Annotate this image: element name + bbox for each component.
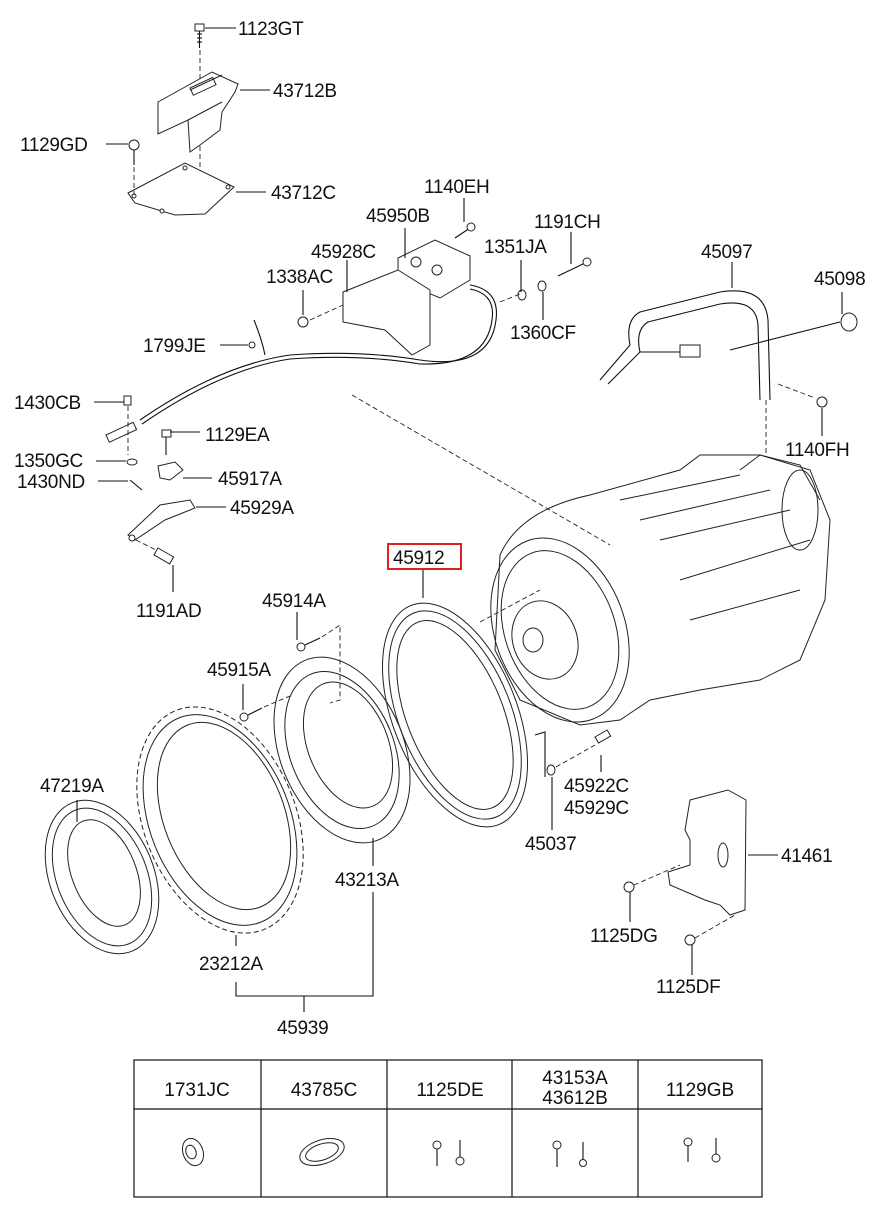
- callout-1430CB[interactable]: 1430CB: [14, 393, 81, 414]
- callout-1140FH[interactable]: 1140FH: [785, 440, 850, 461]
- bolt-pair-icon: [552, 1140, 587, 1167]
- callout-45929C[interactable]: 45929C: [564, 798, 629, 819]
- bolt-icon: [128, 139, 140, 165]
- legend-table: 1731JC 43785C 1125DE 43153A 43612B 1129G…: [133, 1059, 763, 1198]
- legend-label-43785C: 43785C: [291, 1080, 358, 1101]
- callout-47219A[interactable]: 47219A: [40, 776, 105, 797]
- flex-plate-43213A: [273, 656, 411, 844]
- highlight-box: [387, 543, 462, 570]
- callout-1191AD[interactable]: 1191AD: [136, 601, 202, 622]
- legend-label-43153A: 43153A: [542, 1068, 608, 1089]
- callout-1129EA[interactable]: 1129EA: [205, 425, 270, 446]
- callout-45914A[interactable]: 45914A: [262, 591, 327, 612]
- oil-cooler-pipe: [599, 290, 858, 600]
- callout-45917A[interactable]: 45917A: [218, 469, 283, 490]
- callout-1191CH[interactable]: 1191CH: [534, 212, 601, 233]
- callout-43712B[interactable]: 43712B: [273, 81, 337, 102]
- callout-1350GC[interactable]: 1350GC: [14, 451, 83, 472]
- legend-label-1731JC: 1731JC: [164, 1080, 230, 1101]
- bolt-pair-icon: [683, 1137, 721, 1163]
- bolt-icon: [194, 23, 205, 48]
- mount-bracket-assembly: [127, 23, 239, 216]
- callout-45950B[interactable]: 45950B: [366, 206, 430, 227]
- callout-45929A[interactable]: 45929A: [230, 498, 295, 519]
- callout-1140EH[interactable]: 1140EH: [424, 177, 490, 198]
- legend-label-1129GB: 1129GB: [666, 1080, 734, 1101]
- bolt-pair-icon: [432, 1140, 465, 1166]
- callout-45097[interactable]: 45097: [701, 242, 753, 263]
- shift-cable-assembly: [105, 222, 592, 565]
- callout-1799JE[interactable]: 1799JE: [143, 336, 206, 357]
- callout-1360CF[interactable]: 1360CF: [510, 323, 576, 344]
- grommet-icon: [181, 1137, 205, 1167]
- callout-41461[interactable]: 41461: [781, 846, 833, 867]
- callout-43712C[interactable]: 43712C: [271, 183, 336, 204]
- transmission-case: [490, 454, 831, 726]
- callout-23212A[interactable]: 23212A: [199, 954, 264, 975]
- callout-45037[interactable]: 45037: [525, 834, 577, 855]
- callout-45922C[interactable]: 45922C: [564, 776, 629, 797]
- callout-1125DG[interactable]: 1125DG: [590, 926, 658, 947]
- callout-43213A[interactable]: 43213A: [335, 870, 400, 891]
- callout-45939[interactable]: 45939: [277, 1018, 329, 1039]
- legend-label-1125DE: 1125DE: [416, 1080, 483, 1101]
- callout-1129GD[interactable]: 1129GD: [20, 135, 88, 156]
- callout-1338AC[interactable]: 1338AC: [266, 267, 333, 288]
- callout-labels: 1123GT 43712B 1129GD 43712C 1140EH 45950…: [14, 19, 866, 1039]
- callout-45915A[interactable]: 45915A: [207, 660, 272, 681]
- ring-gear-23212A: [136, 706, 304, 934]
- leader-lines: [76, 27, 843, 1012]
- callout-45928C[interactable]: 45928C: [311, 242, 376, 263]
- bracket-41461: [667, 789, 747, 916]
- legend-label-43612B: 43612B: [542, 1088, 608, 1109]
- callout-1125DF[interactable]: 1125DF: [656, 977, 721, 998]
- callout-1430ND[interactable]: 1430ND: [17, 472, 85, 493]
- callout-1351JA[interactable]: 1351JA: [484, 237, 548, 258]
- callout-45098[interactable]: 45098: [814, 269, 866, 290]
- plate-47219A: [44, 799, 160, 955]
- callout-45912[interactable]: 45912: [393, 548, 445, 569]
- oval-plug-icon: [299, 1138, 345, 1166]
- callout-1123GT[interactable]: 1123GT: [238, 19, 304, 40]
